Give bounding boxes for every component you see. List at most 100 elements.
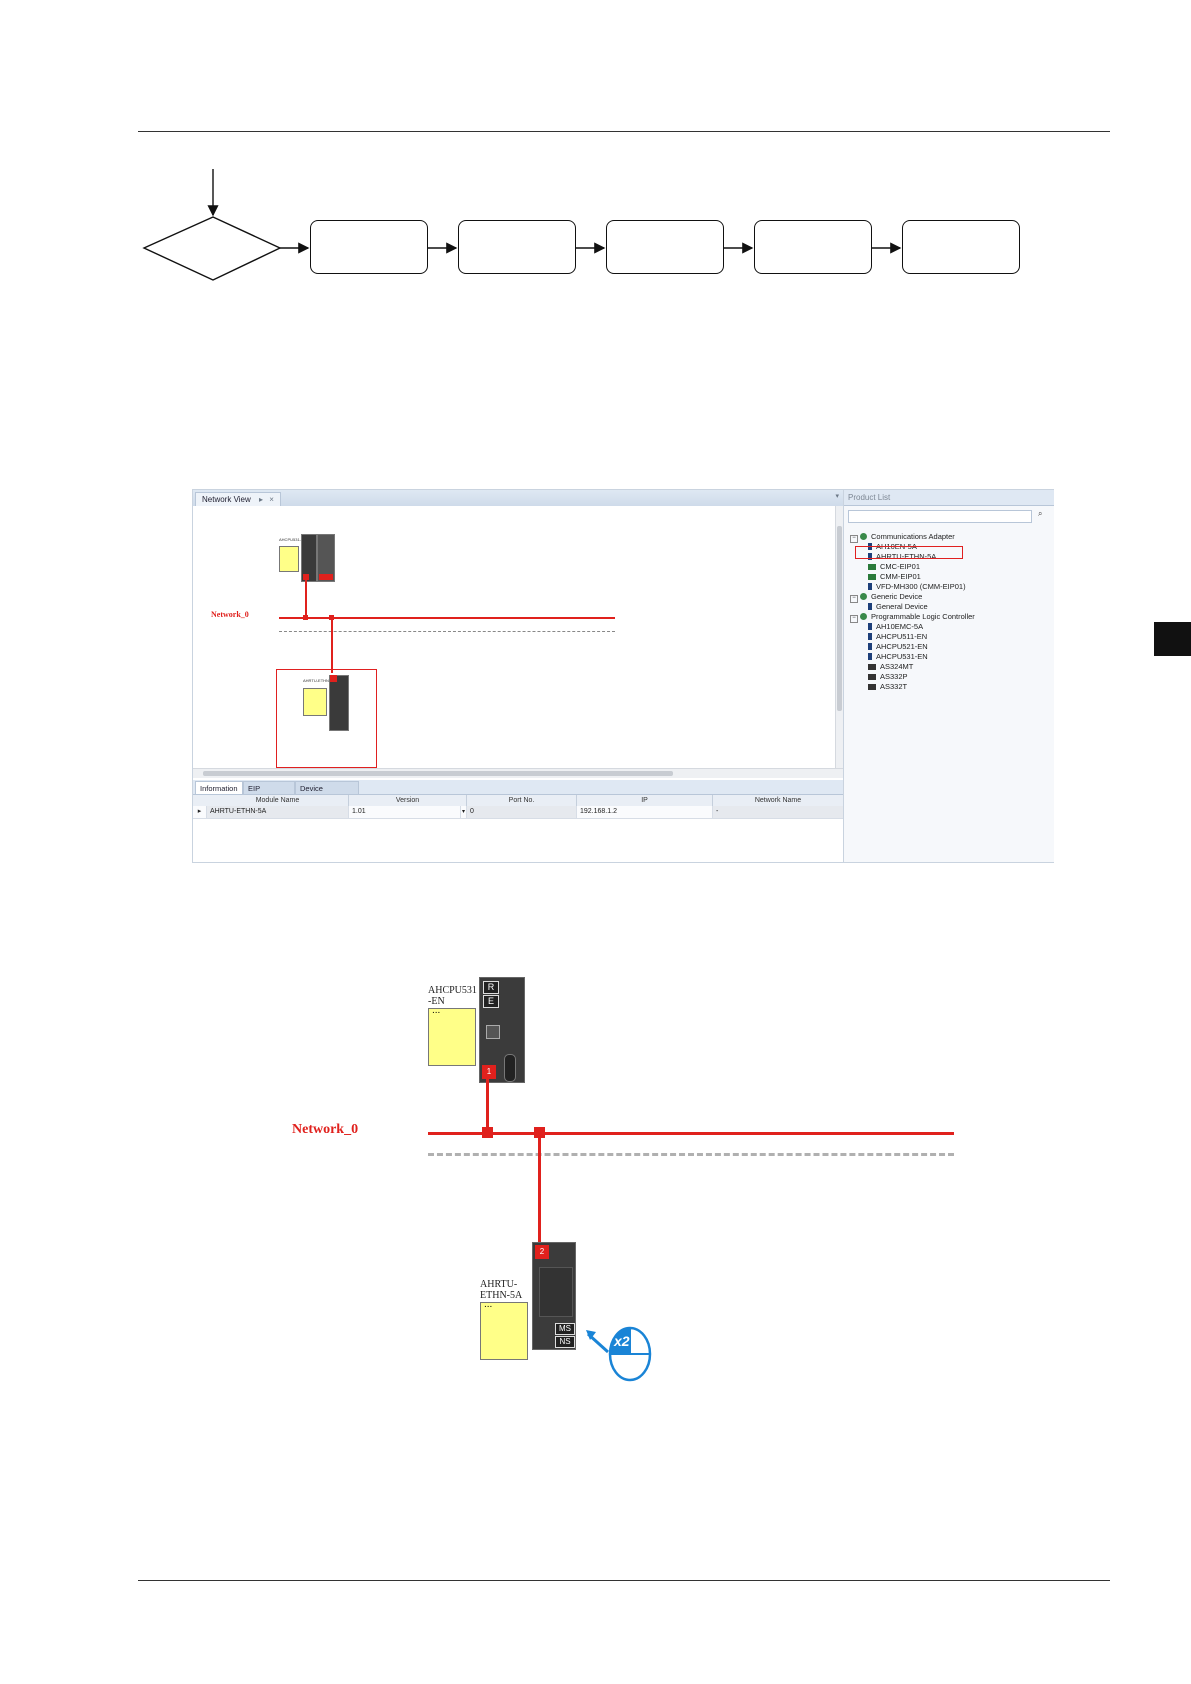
zoom-bus-junction-1: [482, 1127, 493, 1138]
network-canvas[interactable]: AHCPU531-EN Network_0 AHRTU-ETHN-5A: [193, 506, 835, 768]
pin-icon[interactable]: ▸: [259, 495, 264, 504]
horizontal-scroll-thumb[interactable]: [203, 771, 673, 776]
device1-cpu-module[interactable]: [301, 534, 317, 582]
tree-item[interactable]: AHCPU511-EN: [868, 632, 927, 641]
tree-item-label: AHCPU521-EN: [876, 642, 928, 651]
tree-item-label: AHCPU531-EN: [876, 652, 928, 661]
zoom-network-bus-dashed: [428, 1153, 954, 1156]
tree-item-label: CMM-EIP01: [880, 572, 921, 581]
table-row[interactable]: ▸ AHRTU-ETHN-5A 1.01 ▾ 0 192.168.1.2 -: [193, 806, 843, 819]
tab-network-view[interactable]: Network View ▸ ×: [195, 492, 281, 506]
module-icon: [868, 653, 872, 660]
bus-junction-1: [303, 615, 308, 620]
tree-item[interactable]: AHCPU531-EN: [868, 652, 928, 661]
tree-item-label: Generic Device: [871, 592, 923, 601]
tree-item[interactable]: AHRTU-ETHN-5A: [868, 552, 936, 561]
cell-version[interactable]: 1.01: [349, 806, 461, 818]
vertical-scroll-thumb[interactable]: [837, 526, 842, 711]
tree-item-label: AH10EMC-5A: [876, 622, 924, 631]
zoom-device1-led-r: R: [483, 981, 499, 994]
zoom-device1-cpu-module[interactable]: R E 1: [479, 977, 525, 1083]
zoom-device1-led-e: E: [483, 995, 499, 1008]
col-port-no[interactable]: Port No.: [467, 795, 577, 806]
flow-step-2: [458, 220, 576, 274]
flow-decision-diamond: [142, 216, 282, 281]
device2-drop-line: [331, 618, 333, 673]
device1-io-module[interactable]: [317, 534, 335, 582]
folder-icon: [860, 593, 867, 600]
zoom-device2-drop-line: [538, 1134, 541, 1244]
tree-item[interactable]: − Generic Device: [850, 592, 922, 603]
collapse-icon[interactable]: −: [850, 615, 858, 623]
device2-port[interactable]: [330, 675, 337, 682]
module-icon: [868, 553, 872, 560]
folder-icon: [860, 533, 867, 540]
col-network-name[interactable]: Network Name: [754, 797, 802, 804]
zoom-device1-label: AHCPU531 -EN: [428, 985, 477, 1007]
search-icon[interactable]: ⌕: [1038, 509, 1043, 518]
header-rule: [138, 131, 1110, 132]
collapse-icon[interactable]: −: [850, 595, 858, 603]
network-bus-line[interactable]: [279, 617, 615, 619]
version-dropdown-icon[interactable]: ▾: [461, 806, 467, 818]
tree-item[interactable]: General Device: [868, 602, 928, 611]
zoom-network-label: Network_0: [292, 1122, 359, 1137]
cell-ip[interactable]: 192.168.1.2: [577, 806, 713, 818]
bus-junction-2: [329, 615, 334, 620]
device2-note[interactable]: [303, 688, 327, 716]
flow-step-5: [902, 220, 1020, 274]
tree-item[interactable]: −Communications Adapter: [850, 532, 955, 543]
device1-drop-line: [305, 580, 307, 617]
tree-item[interactable]: AH10EMC-5A: [868, 622, 923, 631]
module-icon: [868, 633, 872, 640]
col-module-name[interactable]: Module Name: [207, 795, 349, 806]
network-view-window: Network View ▸ × ▾ AHCPU531-EN Network_0…: [192, 489, 1054, 863]
cell-port-no[interactable]: 0: [467, 806, 577, 818]
tree-item[interactable]: AS332T: [868, 682, 907, 691]
tree-item-label: VFD-MH300 (CMM-EIP01): [876, 582, 966, 591]
collapse-icon[interactable]: −: [850, 535, 858, 543]
zoom-device2-note[interactable]: ...: [480, 1299, 528, 1360]
canvas-vertical-scrollbar[interactable]: [835, 506, 844, 768]
device1-note[interactable]: [279, 546, 299, 572]
canvas-horizontal-scrollbar[interactable]: [193, 768, 843, 778]
cell-network-name[interactable]: -: [713, 806, 843, 818]
flow-step-1: [310, 220, 428, 274]
zoom-device1-port[interactable]: 1: [482, 1065, 496, 1079]
zoom-device2-panel: [539, 1267, 573, 1317]
zoom-device2-label: AHRTU- ETHN-5A: [480, 1279, 523, 1301]
device2-module[interactable]: [329, 675, 349, 731]
tree-item-label: AHCPU511-EN: [876, 632, 928, 641]
plc-icon: [868, 674, 876, 680]
tree-item[interactable]: AS324MT: [868, 662, 913, 671]
device1-port[interactable]: [303, 574, 309, 580]
col-version[interactable]: Version: [349, 795, 467, 806]
tree-item[interactable]: AS332P: [868, 672, 908, 681]
tab-device-parameter[interactable]: Device Parameter: [295, 781, 359, 806]
col-ip[interactable]: IP: [577, 795, 713, 806]
tree-item[interactable]: CMM-EIP01: [868, 572, 921, 581]
zoom-device1-note[interactable]: ...: [428, 1005, 476, 1066]
tree-item[interactable]: AHCPU521-EN: [868, 642, 928, 651]
tree-item-label: Programmable Logic Controller: [871, 612, 975, 621]
product-search-input[interactable]: [848, 510, 1032, 523]
card-icon: [868, 574, 876, 580]
device2-selection-box[interactable]: [276, 669, 377, 768]
highlight-box: [855, 546, 963, 559]
tree-item[interactable]: VFD-MH300 (CMM-EIP01): [868, 582, 966, 591]
network-bus-dashed: [279, 631, 615, 632]
cell-module-name[interactable]: AHRTU-ETHN-5A: [207, 806, 349, 818]
module-icon: [868, 623, 872, 630]
tree-item[interactable]: CMC-EIP01: [868, 562, 920, 571]
plc-icon: [868, 664, 876, 670]
tab-information[interactable]: Information: [195, 781, 243, 794]
chapter-tab-marker: [1154, 622, 1191, 656]
zoom-device1-note-text: ...: [432, 1005, 441, 1016]
close-icon[interactable]: ×: [269, 495, 274, 504]
tab-eip-parameter[interactable]: EIP Parameter: [243, 781, 295, 806]
zoom-device2-module[interactable]: 2 MS NS: [532, 1242, 576, 1350]
zoom-network-bus-line[interactable]: [428, 1132, 954, 1135]
zoom-device2-port[interactable]: 2: [535, 1245, 549, 1259]
tree-item[interactable]: − Programmable Logic Controller: [850, 612, 975, 623]
chevron-down-icon[interactable]: ▾: [835, 493, 839, 500]
